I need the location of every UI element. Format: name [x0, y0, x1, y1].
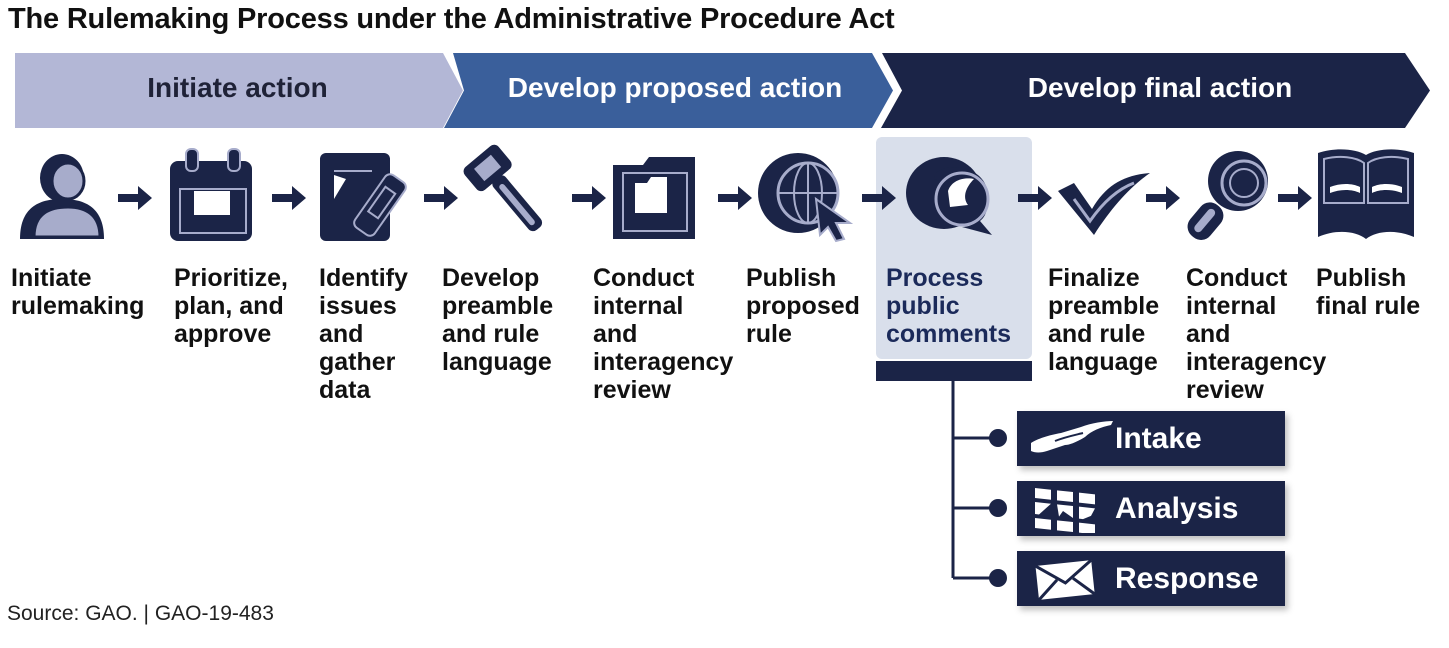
step-label: Conduct internal and interagency review	[1186, 264, 1327, 404]
calendar-icon	[162, 143, 262, 243]
step-label: Identify issues and gather data	[319, 264, 408, 404]
step-label: Finalize preamble and rule language	[1048, 264, 1160, 376]
globe-cursor-icon	[754, 143, 854, 243]
arrow-icon	[118, 186, 154, 210]
arrow-icon	[1146, 186, 1182, 210]
step-label: Publish final rule	[1316, 264, 1421, 320]
grid-icon	[1025, 485, 1115, 533]
phase-initiate-label: Initiate action	[147, 72, 328, 103]
folder-icon	[607, 143, 707, 243]
phase-proposed-label: Develop proposed action	[507, 72, 843, 103]
phase-final-label: Develop final action	[1027, 72, 1293, 103]
person-icon	[12, 143, 112, 243]
diagram-title: The Rulemaking Process under the Adminis…	[8, 3, 895, 35]
source-note: Source: GAO. | GAO-19-483	[7, 602, 274, 625]
substep-intake: Intake	[1017, 411, 1285, 466]
substep-label: Intake	[1115, 422, 1202, 455]
arrow-icon	[718, 186, 754, 210]
arrow-icon	[272, 186, 308, 210]
connector-dot	[989, 429, 1007, 447]
substep-response: Response	[1017, 551, 1285, 606]
step-label: Initiate rulemaking	[11, 264, 145, 320]
phase-initiate-shape	[15, 53, 463, 128]
step-label-active: Process public comments	[886, 264, 1012, 348]
checkmark-icon	[1054, 143, 1154, 243]
phase-final-shape	[881, 53, 1430, 128]
connector-dot	[989, 499, 1007, 517]
step-label: Develop preamble and rule language	[442, 264, 554, 376]
arrow-icon	[1018, 186, 1054, 210]
phase-proposed-shape	[444, 53, 893, 128]
connector-dot	[989, 569, 1007, 587]
phase-banner	[15, 53, 1430, 128]
substep-label: Response	[1115, 562, 1259, 595]
step-label: Publish proposed rule	[746, 264, 860, 348]
arrow-icon	[424, 186, 460, 210]
step-label: Conduct internal and interagency review	[593, 264, 734, 404]
hand-icon	[1025, 415, 1115, 463]
speech-bubble-icon	[902, 143, 1002, 243]
substep-analysis: Analysis	[1017, 481, 1285, 536]
arrow-icon	[862, 186, 898, 210]
notepad-pen-icon	[312, 143, 412, 243]
arrow-icon	[572, 186, 608, 210]
open-book-icon	[1316, 143, 1416, 243]
arrow-icon	[1278, 186, 1314, 210]
substep-label: Analysis	[1115, 492, 1239, 525]
step-label: Prioritize, plan, and approve	[174, 264, 288, 348]
envelope-icon	[1025, 555, 1115, 603]
active-step-bar	[876, 361, 1032, 381]
gavel-icon	[456, 143, 556, 243]
magnifier-icon	[1180, 143, 1280, 243]
